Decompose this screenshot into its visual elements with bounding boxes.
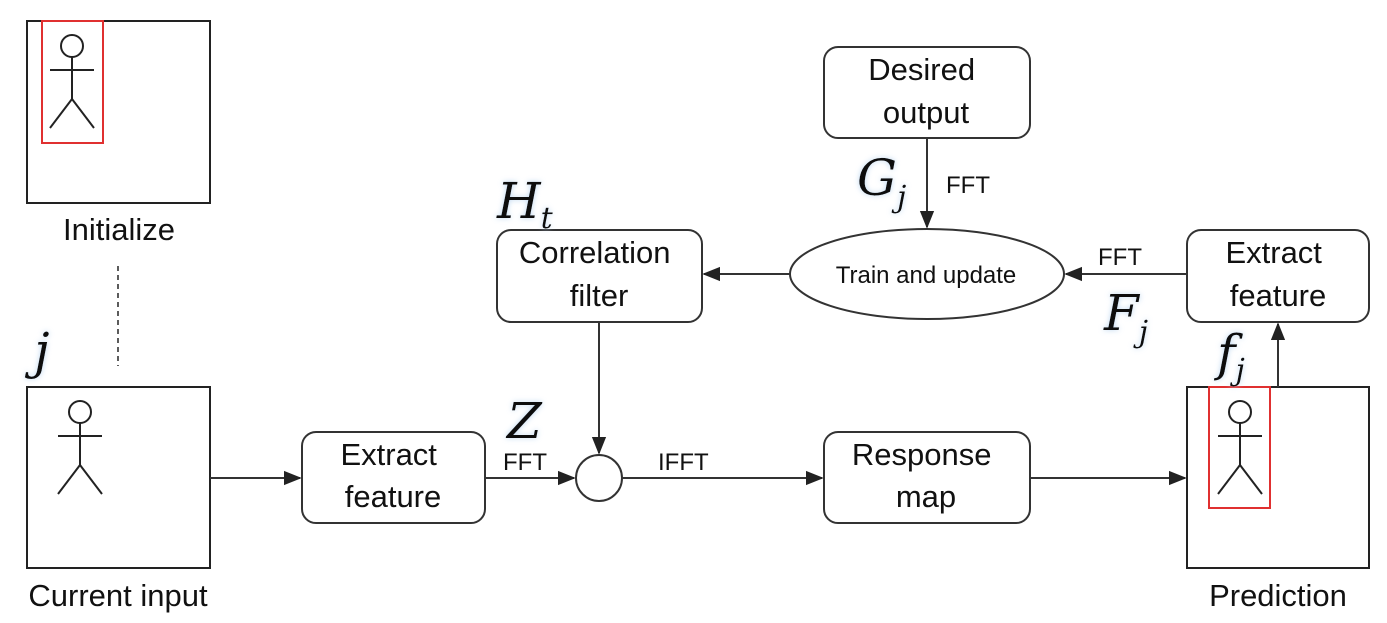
response-map-line2: map xyxy=(896,479,956,514)
symbol-j: j xyxy=(24,322,50,380)
symbol-f-j-upper: Fj xyxy=(1103,284,1148,350)
extract-feature-left-line2: feature xyxy=(345,479,442,514)
extract-feature-left-line1: Extract xyxy=(340,437,437,472)
symbol-h-t: Ht xyxy=(496,172,554,236)
correlation-filter-line1: Correlation xyxy=(519,235,671,270)
fft-label-desired: FFT xyxy=(946,172,990,199)
prediction-frame xyxy=(1186,386,1370,569)
initialize-frame xyxy=(26,20,211,204)
prediction-bounding-box xyxy=(1208,386,1271,509)
multiply-operator-circle xyxy=(575,454,623,502)
current-input-frame xyxy=(26,386,211,569)
response-map-line1: Response xyxy=(852,437,992,472)
current-input-caption: Current input xyxy=(28,578,208,613)
fft-label-right: FFT xyxy=(1098,244,1142,271)
desired-output-box: Desired output xyxy=(823,46,1031,139)
fft-label-left: FFT xyxy=(503,449,547,476)
correlation-filter-box: Correlation filter xyxy=(496,229,703,323)
desired-output-line1: Desired xyxy=(868,52,975,87)
svg-text:Correlation filter: Correlation filter xyxy=(519,235,679,313)
extract-feature-left-box: Extract feature xyxy=(301,431,486,524)
symbol-f-j-lower: fj xyxy=(1213,324,1245,388)
svg-text:Extract feature: Extract feature xyxy=(1225,235,1330,313)
ifft-label: IFFT xyxy=(658,449,709,476)
prediction-caption: Prediction xyxy=(1209,578,1347,613)
extract-feature-right-box: Extract feature xyxy=(1186,229,1370,323)
response-map-box: Response map xyxy=(823,431,1031,524)
initialize-bounding-box xyxy=(41,20,104,144)
symbol-z: Z xyxy=(505,392,543,450)
initialize-caption: Initialize xyxy=(63,212,175,247)
train-and-update-node: Train and update xyxy=(789,228,1065,320)
svg-text:Response map: Response map xyxy=(852,437,1000,514)
symbol-g-j: Gj xyxy=(857,149,906,215)
svg-text:Desired output: Desired output xyxy=(868,52,983,130)
desired-output-line2: output xyxy=(883,95,970,130)
extract-feature-right-line2: feature xyxy=(1230,278,1327,313)
extract-feature-right-line1: Extract xyxy=(1225,235,1322,270)
train-and-update-label: Train and update xyxy=(836,262,1017,289)
svg-text:Extract feature: Extract feature xyxy=(340,437,445,514)
correlation-filter-line2: filter xyxy=(570,278,629,313)
